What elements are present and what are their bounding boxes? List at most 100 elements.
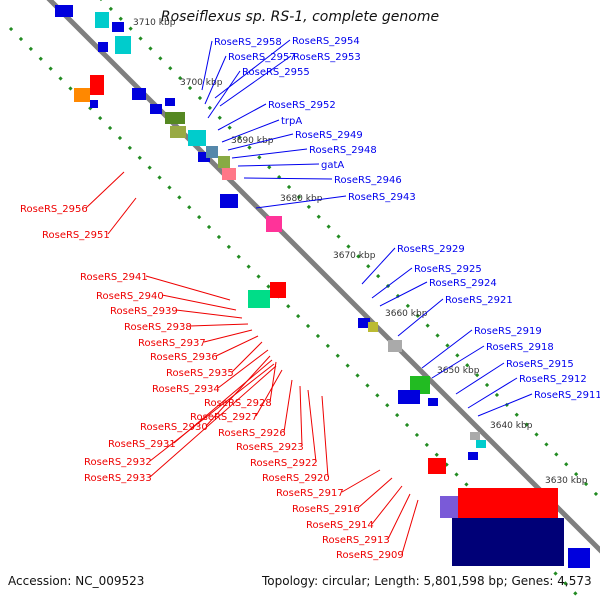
- reverse-gene-label: RoseRS_2917: [276, 488, 344, 499]
- label-leader-line: [379, 281, 428, 307]
- forward-gene-label: RoseRS_2915: [506, 359, 574, 370]
- label-leader-line: [221, 119, 280, 143]
- gene-feature: [74, 88, 90, 102]
- forward-gene-label: RoseRS_2918: [486, 342, 554, 353]
- forward-gene-label: RoseRS_2948: [309, 145, 377, 156]
- label-leader-line: [203, 329, 253, 343]
- forward-gene-label: RoseRS_2946: [334, 175, 402, 186]
- reverse-gene-label: RoseRS_2933: [84, 473, 152, 484]
- forward-gene-label: RoseRS_2929: [397, 244, 465, 255]
- reverse-gene-label: RoseRS_2940: [96, 291, 164, 302]
- reverse-gene-label: RoseRS_2937: [138, 338, 206, 349]
- label-leader-line: [231, 341, 263, 373]
- label-leader-line: [401, 499, 419, 555]
- gene-features: [55, 5, 590, 568]
- label-leader-line: [237, 163, 320, 167]
- forward-gene-label: RoseRS_2952: [268, 100, 336, 111]
- gene-feature: [266, 216, 282, 232]
- reverse-gene-label: RoseRS_2941: [80, 272, 148, 283]
- reverse-gene-label: RoseRS_2926: [218, 428, 286, 439]
- gene-feature: [188, 130, 206, 146]
- gene-feature: [115, 36, 131, 54]
- forward-gene-label: RoseRS_2954: [292, 36, 360, 47]
- tick-label: 3690 kbp: [231, 136, 274, 146]
- label-leader-line: [214, 39, 291, 99]
- gene-feature: [410, 376, 430, 394]
- label-leader-line: [85, 171, 125, 209]
- reverse-gene-label: RoseRS_2951: [42, 230, 110, 241]
- gene-feature: [95, 12, 109, 28]
- gene-feature: [112, 22, 124, 32]
- reverse-gene-label: RoseRS_2920: [262, 473, 330, 484]
- forward-gene-label: RoseRS_2957: [228, 52, 296, 63]
- reverse-gene-label: RoseRS_2928: [204, 398, 272, 409]
- gene-feature: [222, 168, 236, 180]
- label-leader-line: [431, 345, 485, 379]
- genome-backbone: [46, 0, 600, 554]
- forward-gene-label: RoseRS_2943: [348, 192, 416, 203]
- reverse-gene-label: RoseRS_2932: [84, 457, 152, 468]
- gene-feature: [165, 112, 185, 124]
- gene-feature: [90, 100, 98, 108]
- reverse-gene-label: RoseRS_2936: [150, 352, 218, 363]
- label-leader-line: [283, 379, 293, 433]
- gene-feature: [398, 390, 420, 404]
- reverse-gene-label: RoseRS_2931: [108, 439, 176, 450]
- forward-gene-label: gatA: [321, 160, 344, 171]
- gene-feature: [476, 440, 486, 448]
- reverse-gene-label: RoseRS_2939: [110, 306, 178, 317]
- label-leader-line: [217, 349, 269, 389]
- gene-feature: [90, 75, 104, 95]
- tick-label: 3640 kbp: [490, 421, 533, 431]
- label-leader-line: [357, 477, 393, 509]
- label-leader-line: [175, 309, 243, 319]
- reverse-gene-label: RoseRS_2934: [152, 384, 220, 395]
- forward-gene-label: RoseRS_2924: [429, 278, 497, 289]
- label-leader-line: [217, 103, 267, 131]
- forward-gene-label: trpA: [281, 116, 302, 127]
- gene-labels: RoseRS_2958RoseRS_2957RoseRS_2955RoseRS_…: [20, 36, 600, 561]
- gene-feature: [220, 194, 238, 208]
- tick-label: 3650 kbp: [437, 366, 480, 376]
- label-leader-line: [341, 469, 381, 493]
- topology-text: Topology: circular; Length: 5,801,598 bp…: [262, 574, 592, 588]
- label-leader-line: [107, 197, 137, 235]
- label-leader-line: [321, 395, 329, 478]
- label-leader-line: [149, 363, 275, 462]
- tick-label: 3700 kbp: [180, 78, 223, 88]
- label-leader-line: [307, 389, 317, 463]
- reverse-gene-label: RoseRS_2922: [250, 458, 318, 469]
- label-leader-line: [189, 323, 249, 327]
- tick-label: 3630 kbp: [545, 476, 588, 486]
- label-leader-line: [207, 70, 241, 119]
- gene-feature: [55, 5, 73, 17]
- reverse-gene-label: RoseRS_2916: [292, 504, 360, 515]
- label-leader-line: [371, 267, 413, 299]
- accession-text: Accession: NC_009523: [8, 574, 145, 588]
- forward-gene-label: RoseRS_2921: [445, 295, 513, 306]
- reverse-gene-label: RoseRS_2909: [336, 550, 404, 561]
- gene-feature: [428, 458, 446, 474]
- reverse-gene-label: RoseRS_2930: [140, 422, 208, 433]
- label-leader-line: [477, 393, 533, 417]
- gene-feature: [198, 152, 210, 162]
- label-leader-line: [243, 177, 333, 180]
- label-leader-line: [269, 361, 277, 403]
- reverse-gene-label: RoseRS_2913: [322, 535, 390, 546]
- label-leader-line: [161, 294, 237, 311]
- forward-gene-label: RoseRS_2953: [293, 52, 361, 63]
- label-leader-line: [227, 133, 294, 151]
- forward-gene-label: RoseRS_2919: [474, 326, 542, 337]
- label-leader-line: [205, 355, 271, 427]
- gene-feature: [248, 290, 270, 308]
- reverse-gene-label: RoseRS_2938: [124, 322, 192, 333]
- forward-gene-label: RoseRS_2949: [295, 130, 363, 141]
- reverse-gene-label: RoseRS_2956: [20, 204, 88, 215]
- label-leader-line: [215, 335, 259, 357]
- forward-gene-label: RoseRS_2958: [214, 37, 282, 48]
- label-leader-line: [397, 298, 444, 337]
- label-leader-line: [255, 195, 347, 209]
- label-leader-line: [455, 362, 505, 395]
